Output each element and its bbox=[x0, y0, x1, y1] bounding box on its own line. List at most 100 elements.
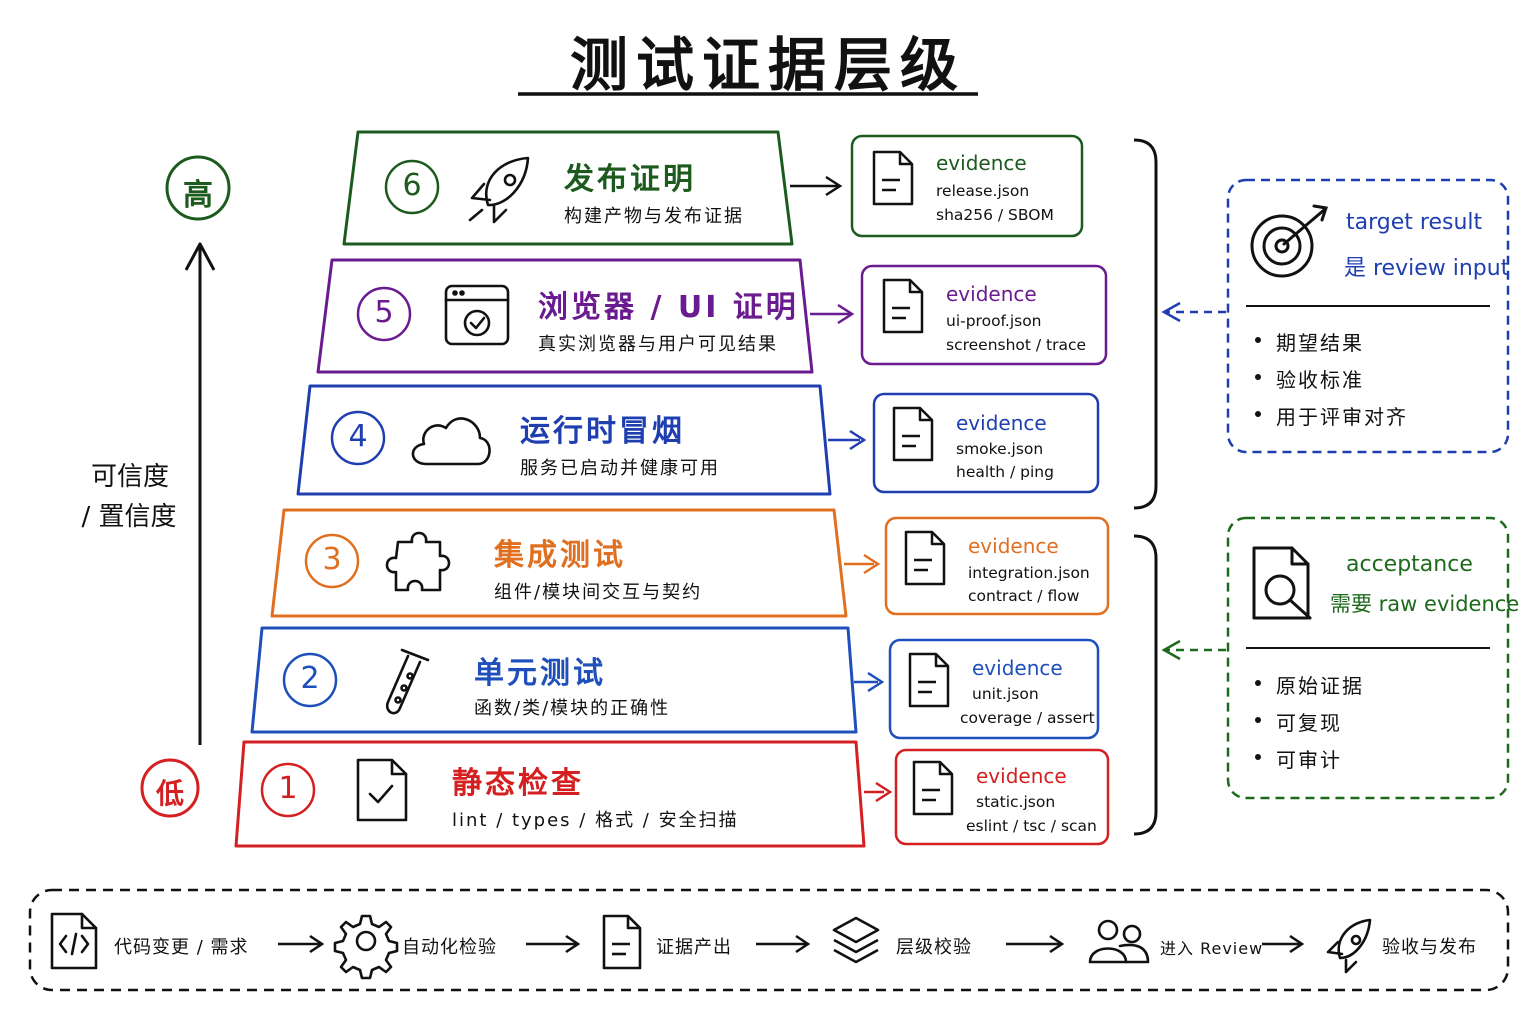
browser-check-icon bbox=[444, 284, 510, 346]
flow-step-5-label: 进入 Review bbox=[1160, 939, 1264, 958]
bullet-dot bbox=[1255, 411, 1261, 417]
level-6-title: 发布证明 bbox=[564, 162, 696, 197]
flow-step-6-label: 验收与发布 bbox=[1382, 937, 1477, 958]
target-bullet-3: 用于评审对齐 bbox=[1276, 405, 1408, 429]
level-3-evidence-line2: contract / flow bbox=[968, 587, 1080, 605]
level-3-title: 集成测试 bbox=[494, 538, 626, 573]
level-4-title: 运行时冒烟 bbox=[520, 414, 685, 449]
acceptance-line2: 需要 raw evidence bbox=[1330, 592, 1520, 616]
target-arrowhead bbox=[1161, 301, 1181, 323]
level-4-arrowhead bbox=[849, 429, 867, 451]
level-1-evidence-box bbox=[894, 748, 1110, 846]
level-6-arrowhead bbox=[825, 175, 843, 197]
level-5-subtitle: 真实浏览器与用户可见结果 bbox=[538, 334, 778, 355]
bullet-dot bbox=[1255, 680, 1261, 686]
low-label: 低 bbox=[155, 777, 184, 810]
bullet-dot bbox=[1255, 374, 1261, 380]
target-bullet-2: 验收标准 bbox=[1276, 368, 1364, 392]
level-3-evidence-line1: integration.json bbox=[968, 564, 1090, 582]
document-search-icon bbox=[1252, 546, 1312, 620]
level-2-number-circle bbox=[282, 652, 338, 708]
level-1-evidence-line1: static.json bbox=[976, 793, 1056, 811]
acceptance-bullet-3: 可审计 bbox=[1276, 748, 1342, 772]
bullet-dot bbox=[1255, 754, 1261, 760]
flow-arrow bbox=[526, 934, 581, 954]
level-2-evidence-box bbox=[888, 638, 1100, 740]
level-5-evidence-box bbox=[860, 264, 1108, 366]
high-circle bbox=[165, 155, 231, 221]
level-2-subtitle: 函数/类/模块的正确性 bbox=[474, 698, 671, 719]
level-3-box bbox=[270, 508, 848, 618]
level-2-title: 单元测试 bbox=[474, 656, 606, 691]
target-bullet-1: 期望结果 bbox=[1276, 331, 1364, 355]
evidence-file-icon bbox=[882, 278, 924, 334]
level-1-subtitle: lint / types / 格式 / 安全扫描 bbox=[452, 810, 739, 831]
level-4-subtitle: 服务已启动并健康可用 bbox=[520, 458, 720, 479]
document-icon bbox=[602, 914, 642, 970]
level-4-evidence-box bbox=[872, 392, 1100, 494]
evidence-file-icon bbox=[872, 150, 914, 206]
level-3-number: 3 bbox=[322, 542, 342, 577]
level-5-number: 5 bbox=[374, 295, 394, 330]
acceptance-bullet-2: 可复现 bbox=[1276, 711, 1342, 735]
bullet-dot bbox=[1255, 337, 1261, 343]
low-circle bbox=[140, 758, 200, 818]
level-2-evidence-line1: unit.json bbox=[972, 685, 1039, 703]
rocket-icon bbox=[468, 156, 530, 224]
level-5-arrowhead bbox=[837, 303, 855, 325]
level-2-evidence-heading: evidence bbox=[972, 656, 1063, 680]
level-4-evidence-heading: evidence bbox=[956, 411, 1047, 435]
level-5-title: 浏览器 / UI 证明 bbox=[538, 290, 799, 325]
level-1-number: 1 bbox=[278, 771, 298, 806]
level-6-evidence-heading: evidence bbox=[936, 151, 1027, 175]
flow-step-1-label: 代码变更 / 需求 bbox=[114, 937, 249, 958]
level-4-number-circle bbox=[330, 410, 386, 466]
flow-step-3-label: 证据产出 bbox=[656, 937, 732, 958]
flow-arrow bbox=[756, 934, 811, 954]
target-line1: target result bbox=[1346, 210, 1483, 235]
level-1-arrowhead bbox=[875, 781, 893, 803]
acceptance-line1: acceptance bbox=[1346, 552, 1473, 577]
level-2-number: 2 bbox=[300, 661, 320, 696]
level-1-evidence-line2: eslint / tsc / scan bbox=[966, 817, 1097, 835]
code-file-icon bbox=[50, 912, 98, 970]
target-icon bbox=[1250, 204, 1328, 278]
page-title: 测试证据层级 bbox=[569, 31, 966, 99]
level-4-evidence-line1: smoke.json bbox=[956, 440, 1044, 458]
flow-step-4-label: 层级校验 bbox=[896, 937, 972, 958]
evidence-file-icon bbox=[892, 406, 934, 462]
level-1-number-circle bbox=[260, 762, 316, 818]
level-1-box bbox=[234, 740, 866, 848]
level-3-evidence-box bbox=[884, 516, 1110, 616]
level-3-number-circle bbox=[304, 533, 360, 589]
level-3-subtitle: 组件/模块间交互与契约 bbox=[494, 582, 703, 603]
level-5-evidence-line2: screenshot / trace bbox=[946, 336, 1087, 354]
high-label: 高 bbox=[183, 178, 213, 213]
flow-arrow bbox=[1262, 934, 1305, 954]
axis-label-line1: 可信度 bbox=[90, 462, 169, 492]
level-6-evidence-line2: sha256 / SBOM bbox=[936, 206, 1054, 224]
level-4-number: 4 bbox=[348, 419, 368, 454]
flow-step-2-label: 自动化检验 bbox=[402, 937, 497, 958]
level-6-box bbox=[342, 130, 794, 246]
evidence-file-icon bbox=[912, 760, 954, 816]
flow-arrow bbox=[278, 934, 325, 954]
level-5-evidence-heading: evidence bbox=[946, 282, 1037, 306]
bullet-dot bbox=[1255, 717, 1261, 723]
flow-arrow bbox=[1006, 934, 1065, 954]
puzzle-icon bbox=[385, 531, 451, 592]
acceptance-bullet-1: 原始证据 bbox=[1276, 674, 1364, 698]
gear-icon bbox=[333, 914, 399, 980]
level-6-evidence-box bbox=[850, 134, 1084, 238]
file-check-icon bbox=[356, 758, 408, 822]
flow-box bbox=[28, 888, 1510, 992]
level-2-box bbox=[250, 626, 858, 734]
acceptance-arrowhead bbox=[1161, 639, 1181, 661]
level-4-box bbox=[296, 384, 832, 496]
evidence-file-icon bbox=[908, 652, 950, 708]
